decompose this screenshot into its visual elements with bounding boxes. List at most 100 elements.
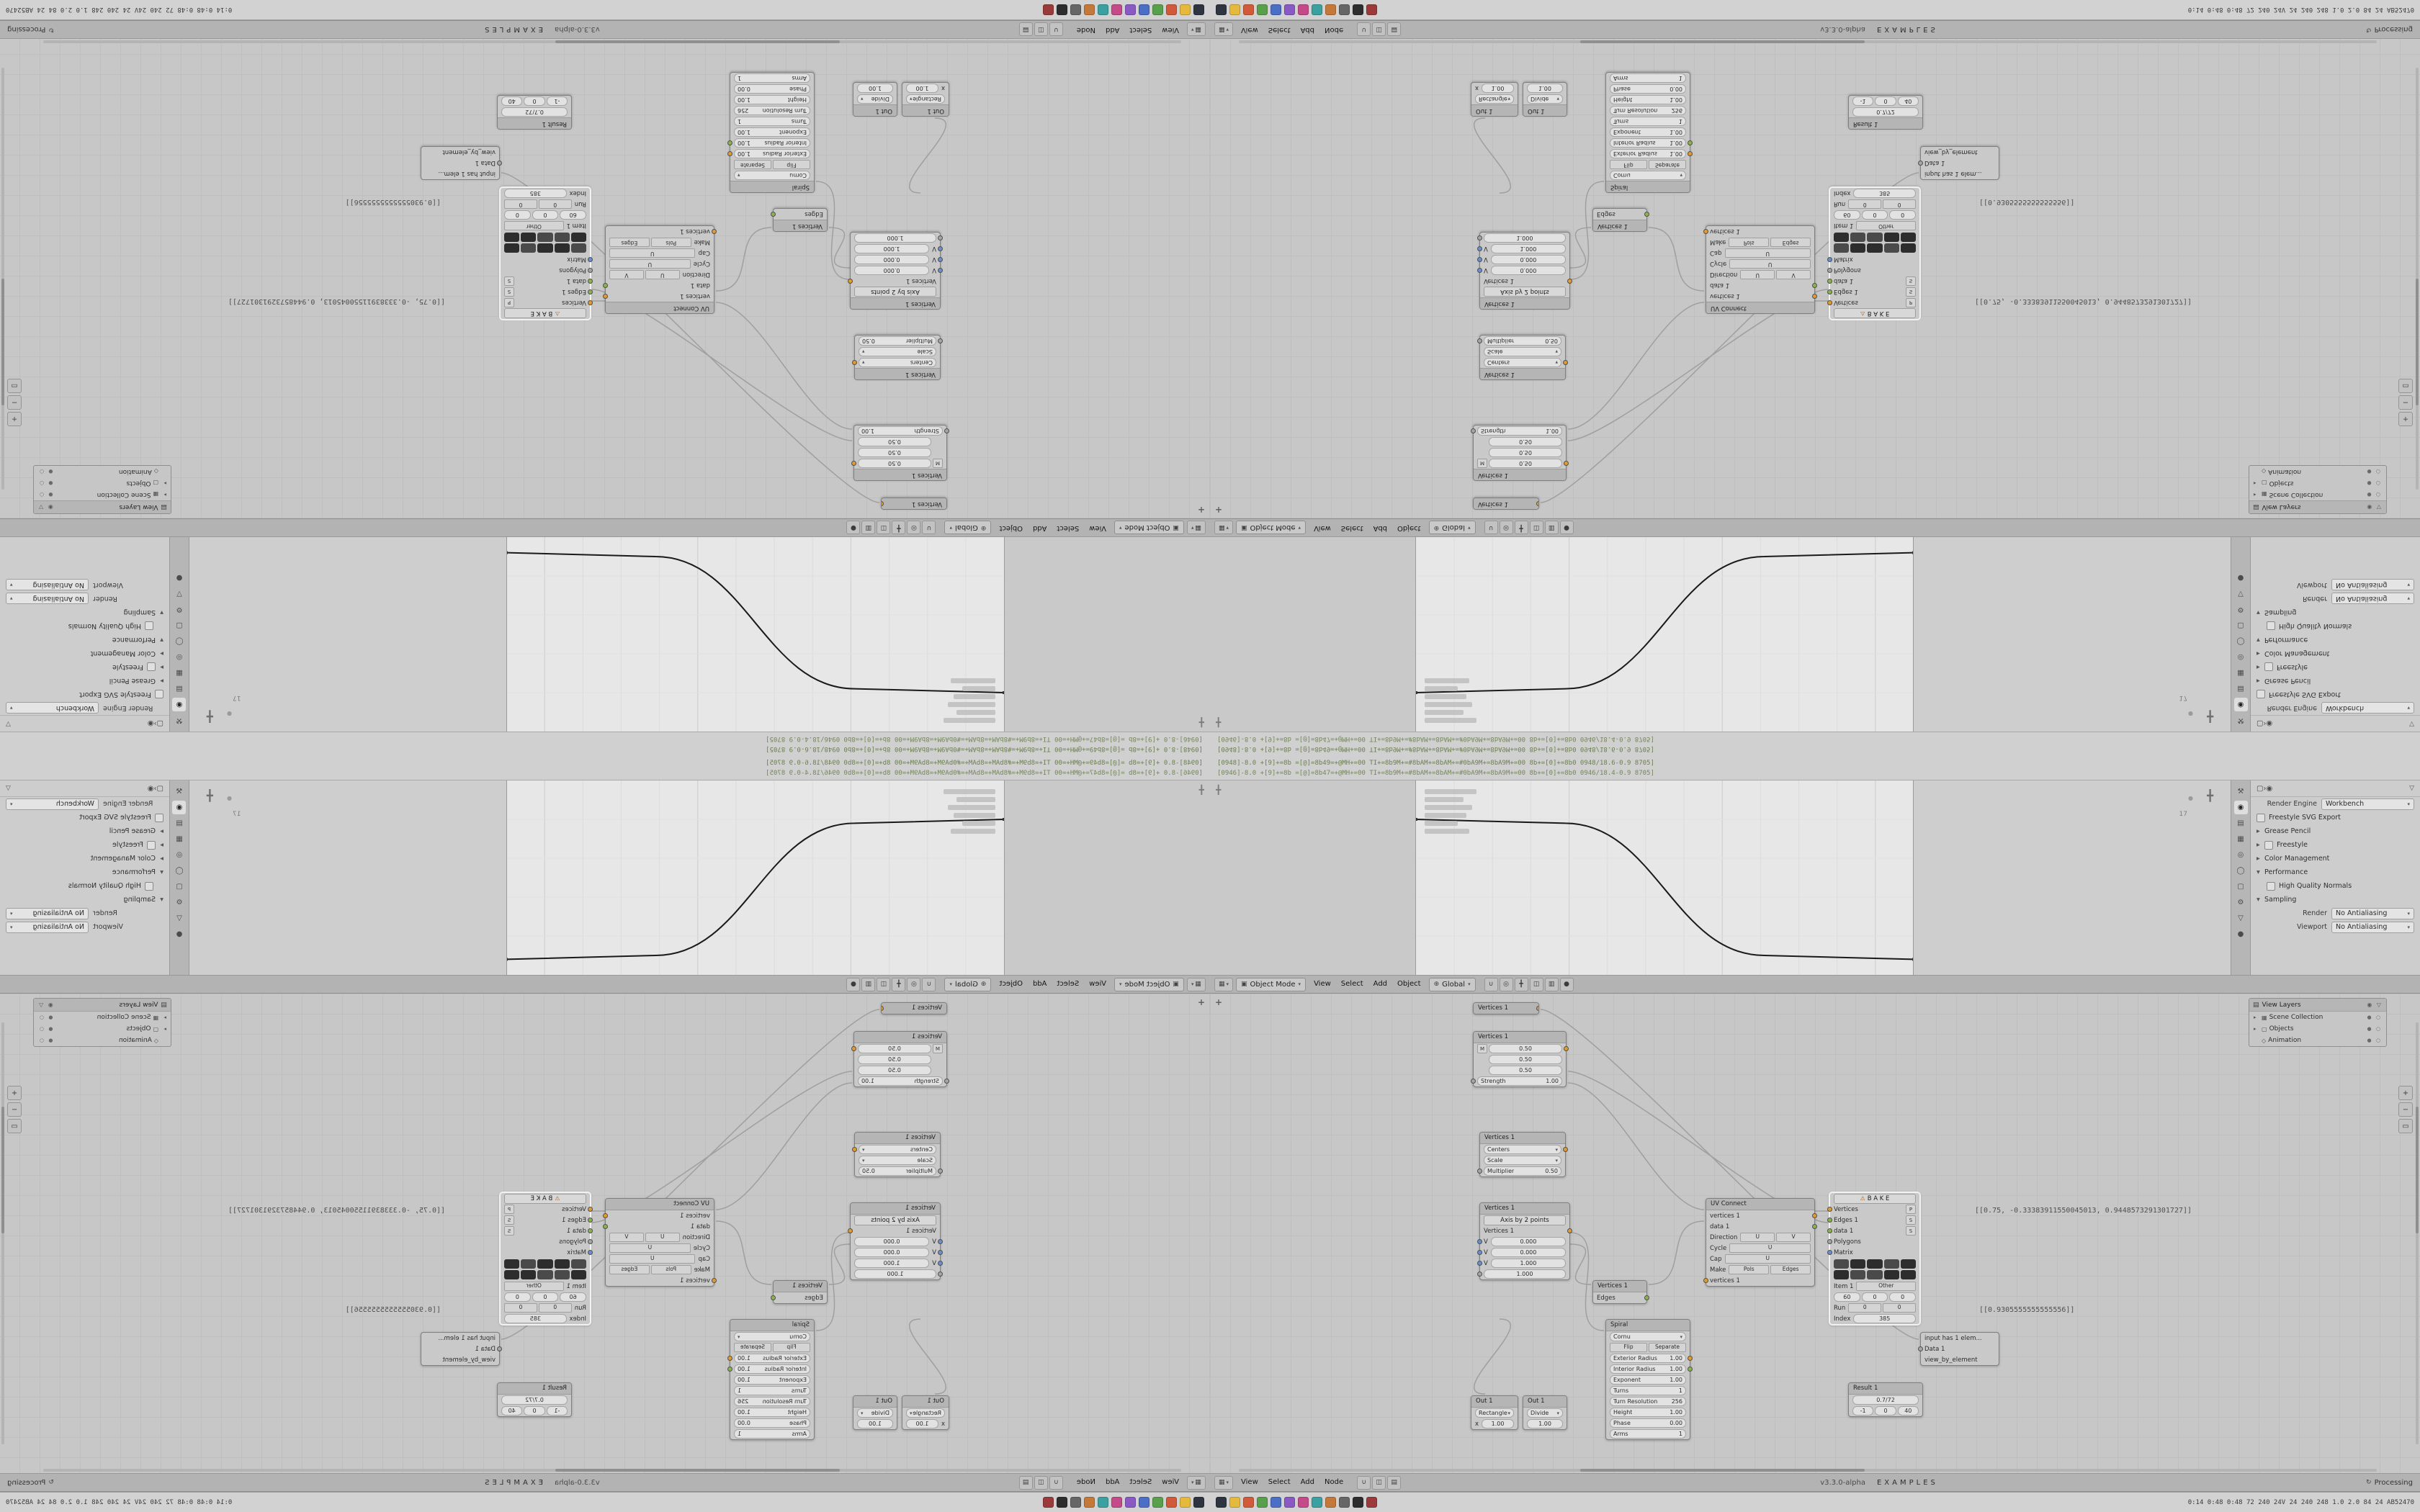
toggle-0[interactable]: 0 xyxy=(1883,1303,1916,1313)
snap-icon[interactable]: ∪ xyxy=(1357,22,1371,37)
app-icon-3[interactable] xyxy=(1166,4,1177,15)
app-icon-7[interactable] xyxy=(1111,1497,1122,1508)
app-icon-2[interactable] xyxy=(1180,4,1191,15)
app-icon-3[interactable] xyxy=(1243,1497,1254,1508)
checkbox[interactable] xyxy=(155,813,163,822)
viewport-3d[interactable]: ╋ ● 17 xyxy=(1914,780,2231,975)
outliner-item[interactable]: ◇Animation● ○ xyxy=(34,1035,171,1046)
node-title[interactable]: Result 1 xyxy=(1849,1383,1922,1395)
editor-corner-icon[interactable]: + xyxy=(1197,505,1205,515)
render-icon[interactable]: ◉ xyxy=(2266,784,2273,793)
editor-type-button[interactable]: ▦▾ xyxy=(1214,977,1234,991)
view-layer-tab-icon[interactable]: ▦ xyxy=(176,669,183,677)
scene-tab-icon[interactable]: ◎ xyxy=(2237,851,2244,859)
orientation-dropdown[interactable]: ⊕Global▾ xyxy=(944,521,992,535)
node-menu-add[interactable]: Add xyxy=(1106,26,1120,34)
render-icon[interactable]: ◉ xyxy=(147,719,154,728)
visibility-icons[interactable]: ● ○ xyxy=(38,1038,53,1043)
scene-tab-icon[interactable]: ◎ xyxy=(176,851,183,859)
toggle-cell[interactable] xyxy=(1834,1259,1850,1269)
app-icon-8[interactable] xyxy=(1098,1497,1108,1508)
node-dropdown[interactable]: Rectangle▾ xyxy=(1475,1408,1514,1418)
view-layer-tab-icon[interactable]: ▦ xyxy=(176,835,183,843)
disclosure-icon[interactable]: ▸ xyxy=(2254,480,2257,486)
horizontal-scrollbar[interactable] xyxy=(1239,1469,2377,1472)
app-icon-12[interactable] xyxy=(1366,1497,1377,1508)
xray-icon[interactable]: ▥ xyxy=(861,977,876,991)
node-field[interactable]: 0.000 xyxy=(1490,1237,1566,1246)
view-gizmo-icon[interactable]: ╋ xyxy=(2206,710,2213,723)
visibility-icons[interactable]: ● ○ xyxy=(38,480,53,486)
orientation-dropdown[interactable]: ⊕Global▾ xyxy=(1428,977,1476,991)
app-icon-2[interactable] xyxy=(1180,1497,1191,1508)
node-field[interactable]: 1.000 xyxy=(1484,1269,1566,1279)
app-icon-3[interactable] xyxy=(1243,4,1254,15)
viewport-menu-object[interactable]: Object xyxy=(999,980,1023,988)
viewport-shading-icon[interactable]: ● xyxy=(1559,521,1574,535)
node-title[interactable]: Out 1 xyxy=(1471,1396,1518,1408)
vector-field[interactable]: 0.50 xyxy=(1489,1044,1562,1053)
outliner-item[interactable]: ◇Animation● ○ xyxy=(2249,1035,2386,1046)
app-icon-2[interactable] xyxy=(1229,4,1240,15)
viewport-menu-select[interactable]: Select xyxy=(1340,524,1363,532)
disclosure-open-icon[interactable]: ▾ xyxy=(2257,896,2260,904)
app-icon-11[interactable] xyxy=(1057,4,1067,15)
snap-magnet-icon[interactable]: ∪ xyxy=(922,521,936,535)
node-dropdown[interactable]: Cornu▾ xyxy=(1610,1332,1686,1341)
render-tab-icon[interactable]: ◉ xyxy=(172,698,187,711)
socket-blue-in[interactable] xyxy=(1827,1250,1832,1255)
socket-orange-out[interactable] xyxy=(1563,1147,1568,1152)
app-icon-9[interactable] xyxy=(1325,4,1336,15)
object-tab-icon[interactable]: ▢ xyxy=(176,621,183,629)
vertical-scrollbar[interactable] xyxy=(2416,68,2419,490)
socket-orange-in[interactable] xyxy=(1827,1207,1832,1212)
viewport-menu-select[interactable]: Select xyxy=(1340,980,1363,988)
app-icon-4[interactable] xyxy=(1257,1497,1268,1508)
property-dropdown[interactable]: No Antialiasing▾ xyxy=(6,579,89,591)
viewport-menu-add[interactable]: Add xyxy=(1032,524,1047,532)
scene-icon[interactable]: ▢ xyxy=(156,784,163,793)
snap-magnet-icon[interactable]: ∪ xyxy=(1484,977,1498,991)
checkbox[interactable] xyxy=(145,621,153,631)
node-title[interactable]: Spiral xyxy=(1606,1320,1690,1331)
mode-dropdown[interactable]: ▣Object Mode▾ xyxy=(1236,977,1307,991)
app-icon-4[interactable] xyxy=(1257,4,1268,15)
checkbox[interactable] xyxy=(2257,813,2265,822)
gizmo-icon[interactable]: ╋ xyxy=(1514,521,1528,535)
snap-icon[interactable]: ∪ xyxy=(1049,22,1063,37)
material-tab-icon[interactable]: ● xyxy=(176,930,183,938)
disclosure-icon[interactable]: ▸ xyxy=(2254,1014,2257,1020)
curve-handle[interactable] xyxy=(1003,818,1004,821)
disclosure-closed-icon[interactable]: ▸ xyxy=(160,827,163,835)
app-icon-8[interactable] xyxy=(1312,4,1322,15)
output-tab-icon[interactable]: ▤ xyxy=(176,685,183,693)
app-icon-4[interactable] xyxy=(1152,1497,1163,1508)
socket-orange-out[interactable] xyxy=(1536,1006,1538,1011)
node-dropdown[interactable]: Centers▾ xyxy=(1484,1145,1561,1154)
property-dropdown[interactable]: No Antialiasing▾ xyxy=(2331,593,2414,605)
node-field[interactable]: 385 xyxy=(1853,1314,1916,1323)
vector-field[interactable]: 0.50 xyxy=(1489,1066,1562,1075)
outliner-filter-icons[interactable]: ◉ ▽ xyxy=(2367,504,2383,510)
editor-type-button[interactable]: ▦▾ xyxy=(1214,1475,1234,1490)
app-icon-7[interactable] xyxy=(1298,1497,1309,1508)
app-icon-1[interactable] xyxy=(1193,4,1204,15)
object-tab-icon[interactable]: ▢ xyxy=(176,883,183,891)
curve-handle[interactable] xyxy=(1912,958,1914,961)
curve-editor[interactable] xyxy=(1416,537,1914,732)
mode-dropdown[interactable]: ▣Object Mode▾ xyxy=(1113,521,1184,535)
zoom-out-icon[interactable]: − xyxy=(7,1102,22,1117)
curve-editor[interactable] xyxy=(506,780,1004,975)
node-title[interactable]: UV Connect xyxy=(1706,1199,1814,1210)
node-title[interactable]: Out 1 xyxy=(1523,1396,1567,1408)
node-menu-select[interactable]: Select xyxy=(1268,26,1291,34)
viewport-shading-icon[interactable]: ● xyxy=(846,977,861,991)
disclosure-open-icon[interactable]: ▾ xyxy=(160,608,163,616)
socket-gray-in[interactable] xyxy=(1827,1239,1832,1244)
node-field[interactable]: -1 xyxy=(1852,1406,1874,1416)
